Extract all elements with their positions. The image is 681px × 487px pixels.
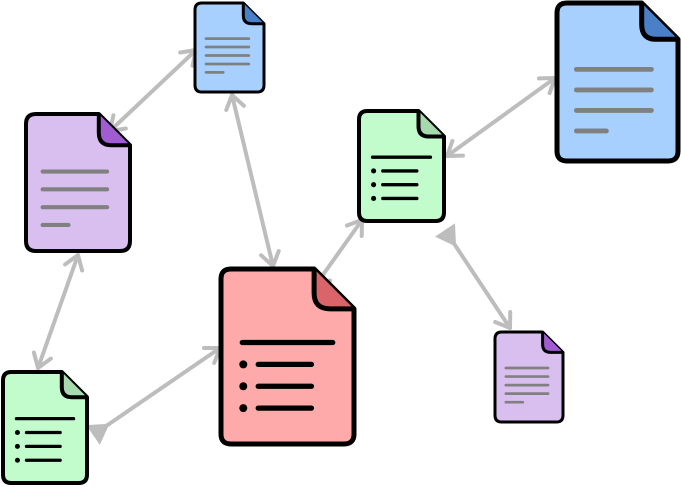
- arrowhead-stroke: [76, 253, 85, 273]
- document-body: [357, 109, 446, 223]
- edge-blue-small-top-to-purple-left: [108, 48, 198, 133]
- document-fold-outline: [639, 3, 678, 42]
- edge-green-middle-to-purple-small-right: [434, 223, 513, 330]
- edge-line: [91, 346, 222, 437]
- bullet-dot: [14, 443, 20, 449]
- edges-layer: [31, 48, 557, 445]
- arrowhead-stroke: [271, 249, 281, 268]
- document-node-green-middle[interactable]: [357, 109, 446, 223]
- bullet-dot: [371, 195, 377, 201]
- arrowhead-stroke: [493, 319, 512, 330]
- arrowhead-stroke: [63, 253, 80, 267]
- arrowhead-stroke: [547, 76, 557, 96]
- edge-purple-left-to-green-bottom-left: [31, 253, 85, 370]
- document-fold: [641, 3, 678, 40]
- arrowhead-stroke: [178, 48, 198, 55]
- bullet-dot: [239, 382, 248, 391]
- edge-line: [445, 76, 557, 158]
- arrowhead-stroke: [230, 93, 246, 108]
- arrowhead-stroke: [224, 93, 234, 112]
- document-fold-outline: [541, 332, 563, 354]
- bullet-dot: [239, 360, 248, 369]
- document-fold: [61, 372, 87, 398]
- document-fold-outline: [241, 3, 264, 26]
- edge-green-bottom-left-to-red-center: [86, 346, 222, 445]
- arrowhead-stroke: [36, 356, 53, 370]
- document-node-green-bottom-left[interactable]: [1, 370, 89, 485]
- edge-line: [230, 94, 275, 267]
- document-fold-outline: [416, 111, 444, 139]
- document-node-purple-small-right[interactable]: [493, 330, 565, 424]
- bullet-dot: [14, 429, 20, 436]
- bullet-dot: [239, 404, 248, 413]
- edge-tail-marker: [434, 223, 457, 247]
- document-body: [1, 370, 89, 485]
- document-fold: [418, 111, 444, 137]
- edge-green-middle-to-blue-large-right: [445, 76, 557, 158]
- bullet-dot: [14, 457, 20, 463]
- edge-line: [36, 254, 80, 369]
- document-node-purple-left[interactable]: [24, 112, 132, 253]
- document-fold-outline: [96, 114, 130, 148]
- arrowhead-stroke: [259, 253, 275, 268]
- document-node-red-center[interactable]: [218, 266, 357, 447]
- edge-blue-small-top-to-red-center: [224, 93, 281, 268]
- bullet-dot: [371, 182, 377, 188]
- edge-line: [108, 48, 198, 133]
- document-fold: [314, 269, 354, 309]
- document-body: [218, 266, 357, 447]
- document-node-blue-large-right[interactable]: [554, 0, 681, 164]
- edge-tail-marker: [86, 423, 110, 445]
- document-fold-outline: [311, 269, 354, 312]
- arrowhead-stroke: [31, 350, 40, 370]
- arrowhead-stroke: [344, 218, 364, 228]
- document-fold: [243, 3, 264, 24]
- document-fold: [542, 332, 563, 353]
- document-fold-outline: [59, 372, 87, 400]
- document-node-blue-small-top[interactable]: [193, 1, 266, 94]
- arrowhead-stroke: [445, 138, 455, 158]
- document-fold: [98, 114, 130, 146]
- document-body: [24, 112, 132, 253]
- document-body: [554, 0, 681, 164]
- bullet-dot: [371, 168, 377, 174]
